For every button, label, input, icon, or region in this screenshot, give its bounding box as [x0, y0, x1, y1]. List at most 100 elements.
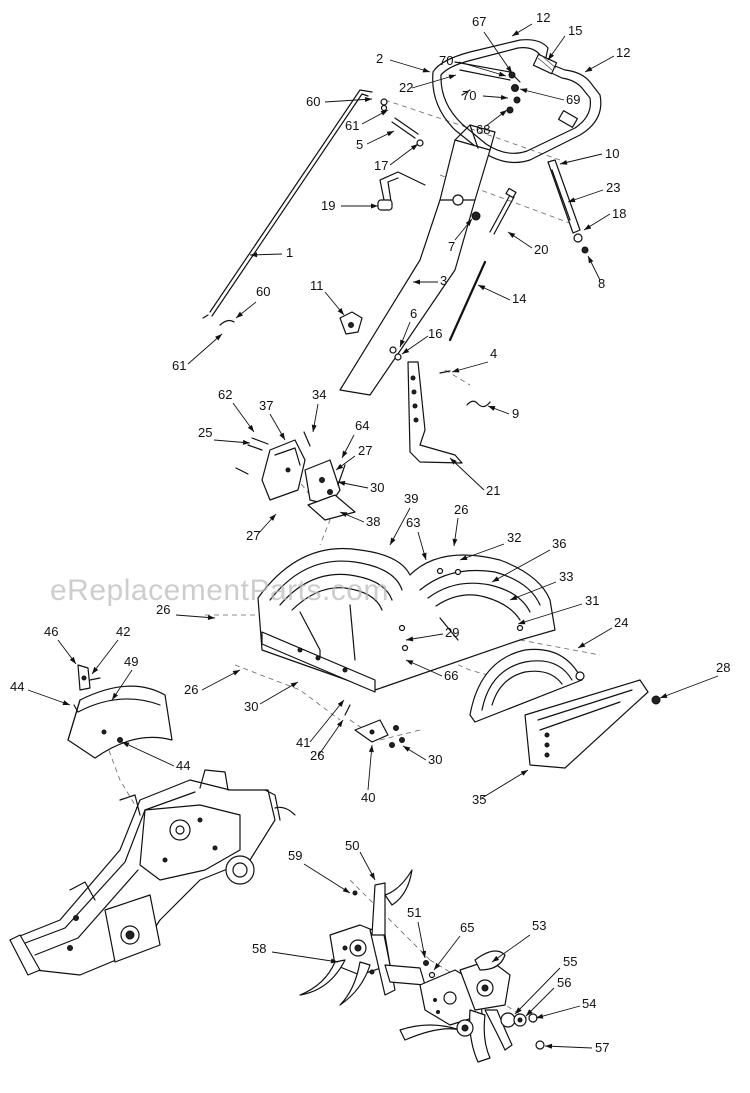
leader-arrowhead	[386, 131, 394, 137]
callout-number: 40	[361, 790, 375, 805]
callout-17: 17	[374, 143, 419, 173]
callout-22: 22	[399, 74, 457, 95]
callout-30: 30	[244, 681, 299, 714]
callout-27: 27	[335, 443, 372, 471]
callout-1: 1	[249, 245, 293, 260]
leader-line	[91, 639, 119, 675]
leader-arrowhead	[406, 636, 414, 642]
leader-arrowhead	[536, 1013, 544, 1019]
leader-line	[303, 863, 351, 894]
callout-number: 67	[472, 14, 486, 29]
callout-28: 28	[659, 660, 730, 699]
callout-number: 10	[605, 146, 619, 161]
leader-arrowhead	[434, 962, 441, 970]
leader-line	[659, 675, 719, 699]
leader-arrowhead	[215, 334, 222, 341]
callout-5: 5	[356, 130, 395, 152]
leader-line	[271, 951, 339, 963]
leader-arrowhead	[338, 480, 346, 486]
leader-arrowhead	[390, 537, 396, 545]
depth-lever	[547, 159, 589, 254]
leader-arrowhead	[236, 311, 244, 318]
callout-number: 17	[374, 158, 388, 173]
leader-arrowhead	[578, 642, 586, 648]
callout-number: 61	[172, 358, 186, 373]
callout-number: 44	[10, 679, 24, 694]
callout-64: 64	[341, 418, 369, 459]
leader-line	[201, 669, 241, 691]
leader-arrowhead	[369, 872, 375, 880]
callout-number: 27	[358, 443, 372, 458]
callout-number: 31	[585, 593, 599, 608]
leader-arrowhead	[311, 424, 317, 432]
leader-arrowhead	[112, 692, 118, 700]
leader-arrowhead	[515, 1007, 522, 1014]
callout-number: 59	[288, 848, 302, 863]
leader-arrowhead	[340, 512, 348, 517]
leader-arrowhead	[500, 94, 508, 100]
leader-line	[187, 333, 223, 365]
callout-31: 31	[517, 593, 599, 625]
callout-30: 30	[402, 745, 442, 767]
callout-number: 70	[439, 53, 453, 68]
callout-10: 10	[559, 146, 619, 165]
leader-line	[411, 74, 457, 89]
callout-number: 37	[259, 398, 273, 413]
leader-line	[509, 581, 557, 601]
callout-26: 26	[184, 669, 241, 697]
leader-arrowhead	[232, 670, 240, 676]
leader-arrowhead	[337, 308, 344, 315]
callout-number: 26	[156, 602, 170, 617]
callout-4: 4	[451, 346, 497, 373]
leader-arrowhead	[336, 463, 344, 470]
callout-12: 12	[511, 10, 550, 37]
callout-35: 35	[472, 769, 529, 807]
callout-57: 57	[544, 1040, 609, 1055]
callout-33: 33	[509, 569, 573, 601]
callout-number: 53	[532, 918, 546, 933]
callout-number: 64	[355, 418, 369, 433]
callout-27: 27	[246, 513, 277, 543]
callout-number: 66	[444, 668, 458, 683]
callout-number: 21	[486, 483, 500, 498]
leader-line	[121, 741, 175, 767]
callout-23: 23	[567, 180, 620, 203]
callout-60: 60	[235, 284, 270, 319]
callout-number: 26	[454, 502, 468, 517]
leader-arrowhead	[520, 88, 528, 94]
callout-34: 34	[311, 387, 326, 433]
leader-arrowhead	[492, 576, 500, 582]
callout-32: 32	[459, 530, 521, 561]
callout-number: 12	[616, 45, 630, 60]
leader-line	[514, 967, 561, 1015]
leader-arrowhead	[342, 887, 350, 893]
leader-arrowhead	[403, 746, 411, 752]
callout-58: 58	[252, 941, 339, 964]
callout-number: 30	[370, 480, 384, 495]
leader-arrowhead	[460, 555, 468, 560]
callout-number: 20	[534, 242, 548, 257]
leader-arrowhead	[488, 406, 496, 411]
leader-arrowhead	[69, 656, 76, 664]
leader-arrowhead	[402, 347, 410, 354]
leader-line	[559, 153, 603, 165]
leader-arrowhead	[422, 67, 430, 73]
leader-arrowhead	[342, 450, 348, 458]
leader-arrowhead	[518, 619, 526, 625]
leader-arrowhead	[450, 458, 457, 465]
leader-arrowhead	[585, 66, 593, 72]
leader-arrowhead	[448, 74, 456, 80]
leader-line	[535, 1005, 581, 1019]
callout-number: 39	[404, 491, 418, 506]
leader-arrowhead	[247, 424, 254, 432]
leader-arrowhead	[62, 700, 70, 705]
leader-arrowhead	[269, 514, 276, 521]
leader-line	[389, 507, 411, 546]
leader-arrowhead	[512, 30, 520, 36]
callout-69: 69	[519, 88, 580, 107]
callout-number: 60	[256, 284, 270, 299]
callout-number: 41	[296, 735, 310, 750]
leader-arrowhead	[290, 682, 298, 688]
leader-arrowhead	[584, 224, 592, 230]
